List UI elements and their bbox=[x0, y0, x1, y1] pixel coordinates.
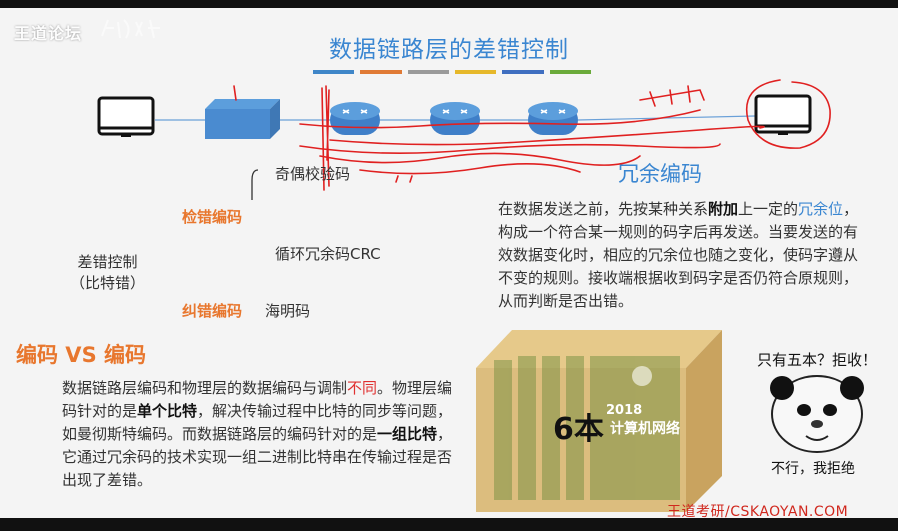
text-run: ，它通过冗余码的技术实现一组二进制比特串在传输过程是否出现了差错。 bbox=[62, 425, 453, 489]
coding-vs-title: 编码 VS 编码 bbox=[16, 343, 146, 367]
book-name-label: 计算机网络 bbox=[610, 421, 680, 437]
strip-segment bbox=[313, 70, 355, 74]
text-run-red: 不同 bbox=[347, 379, 378, 397]
switch-icon bbox=[205, 99, 280, 139]
root-line: （比特错） bbox=[70, 274, 146, 292]
router-icon bbox=[528, 102, 578, 135]
computer-icon bbox=[97, 96, 155, 137]
book-year-label: 2018 bbox=[606, 403, 643, 418]
meme-caption: 不行，我拒绝 bbox=[771, 461, 855, 477]
detection-coding-label: 检错编码 bbox=[182, 208, 243, 226]
text-run: ，构成一个符合某一规则的码字后再发送。当要发送的有效数据变化时，相应的冗余位也随… bbox=[498, 200, 859, 310]
parity-check-label: 奇偶校验码 bbox=[275, 165, 351, 183]
strip-segment bbox=[502, 70, 544, 74]
text-run: 数据链路层编码和物理层的数据编码与调制 bbox=[62, 379, 348, 397]
router-icon bbox=[330, 102, 380, 135]
strip-segment bbox=[360, 70, 402, 74]
logo-watermark-icon bbox=[101, 19, 160, 39]
book-box-image bbox=[476, 330, 722, 512]
forum-logo: 王道论坛 bbox=[14, 24, 83, 43]
book-count-label: 6本 bbox=[553, 412, 604, 447]
error-control-root: 差错控制 （比特错） bbox=[70, 252, 145, 294]
meme-title: 只有五本？拒收！ bbox=[757, 351, 878, 369]
footer-brand: 王道考研/CSKAOYAN.COM bbox=[667, 504, 849, 520]
text-run-bold: 附加 bbox=[708, 200, 739, 218]
correction-coding-label: 纠错编码 bbox=[182, 302, 243, 320]
text-run: ，解决传输过程中比特的同步等问题，如曼彻斯特编码。而数据链路层的编码针对的是 bbox=[62, 402, 453, 443]
hamming-code-label: 海明码 bbox=[265, 302, 311, 320]
top-bar bbox=[0, 0, 898, 8]
computer-icon bbox=[754, 94, 812, 135]
panda-meme-face-icon bbox=[770, 375, 864, 453]
root-line: 差错控制 bbox=[77, 253, 138, 271]
redundancy-paragraph: 在数据发送之前，先按某种关系附加上一定的冗余位，构成一个符合某一规则的码字后再发… bbox=[498, 198, 866, 313]
strip-segment bbox=[454, 70, 497, 74]
network-diagram bbox=[97, 79, 831, 200]
redundancy-title: 冗余编码 bbox=[618, 162, 702, 186]
text-run: 上一定的 bbox=[738, 200, 799, 218]
strip-segment bbox=[407, 70, 449, 74]
coding-vs-paragraph: 数据链路层编码和物理层的数据编码与调制不同。物理层编码针对的是单个比特，解决传输… bbox=[62, 377, 466, 492]
handwritten-annotation bbox=[233, 79, 831, 191]
text-run: 在数据发送之前，先按某种关系 bbox=[498, 200, 709, 218]
router-icon bbox=[430, 102, 480, 135]
strip-segment bbox=[549, 70, 591, 74]
crc-label: 循环冗余码CRC bbox=[275, 245, 381, 263]
bottom-bar bbox=[0, 518, 898, 531]
text-run-blue: 冗余位 bbox=[798, 200, 844, 218]
title-color-strip bbox=[313, 70, 591, 74]
text-run-bold: 一组比特 bbox=[377, 425, 438, 443]
text-run: 。物理层编码针对的是 bbox=[62, 379, 453, 420]
text-run-bold: 单个比特 bbox=[137, 402, 198, 420]
tree-connector bbox=[251, 169, 259, 200]
page-title: 数据链路层的差错控制 bbox=[329, 37, 569, 63]
